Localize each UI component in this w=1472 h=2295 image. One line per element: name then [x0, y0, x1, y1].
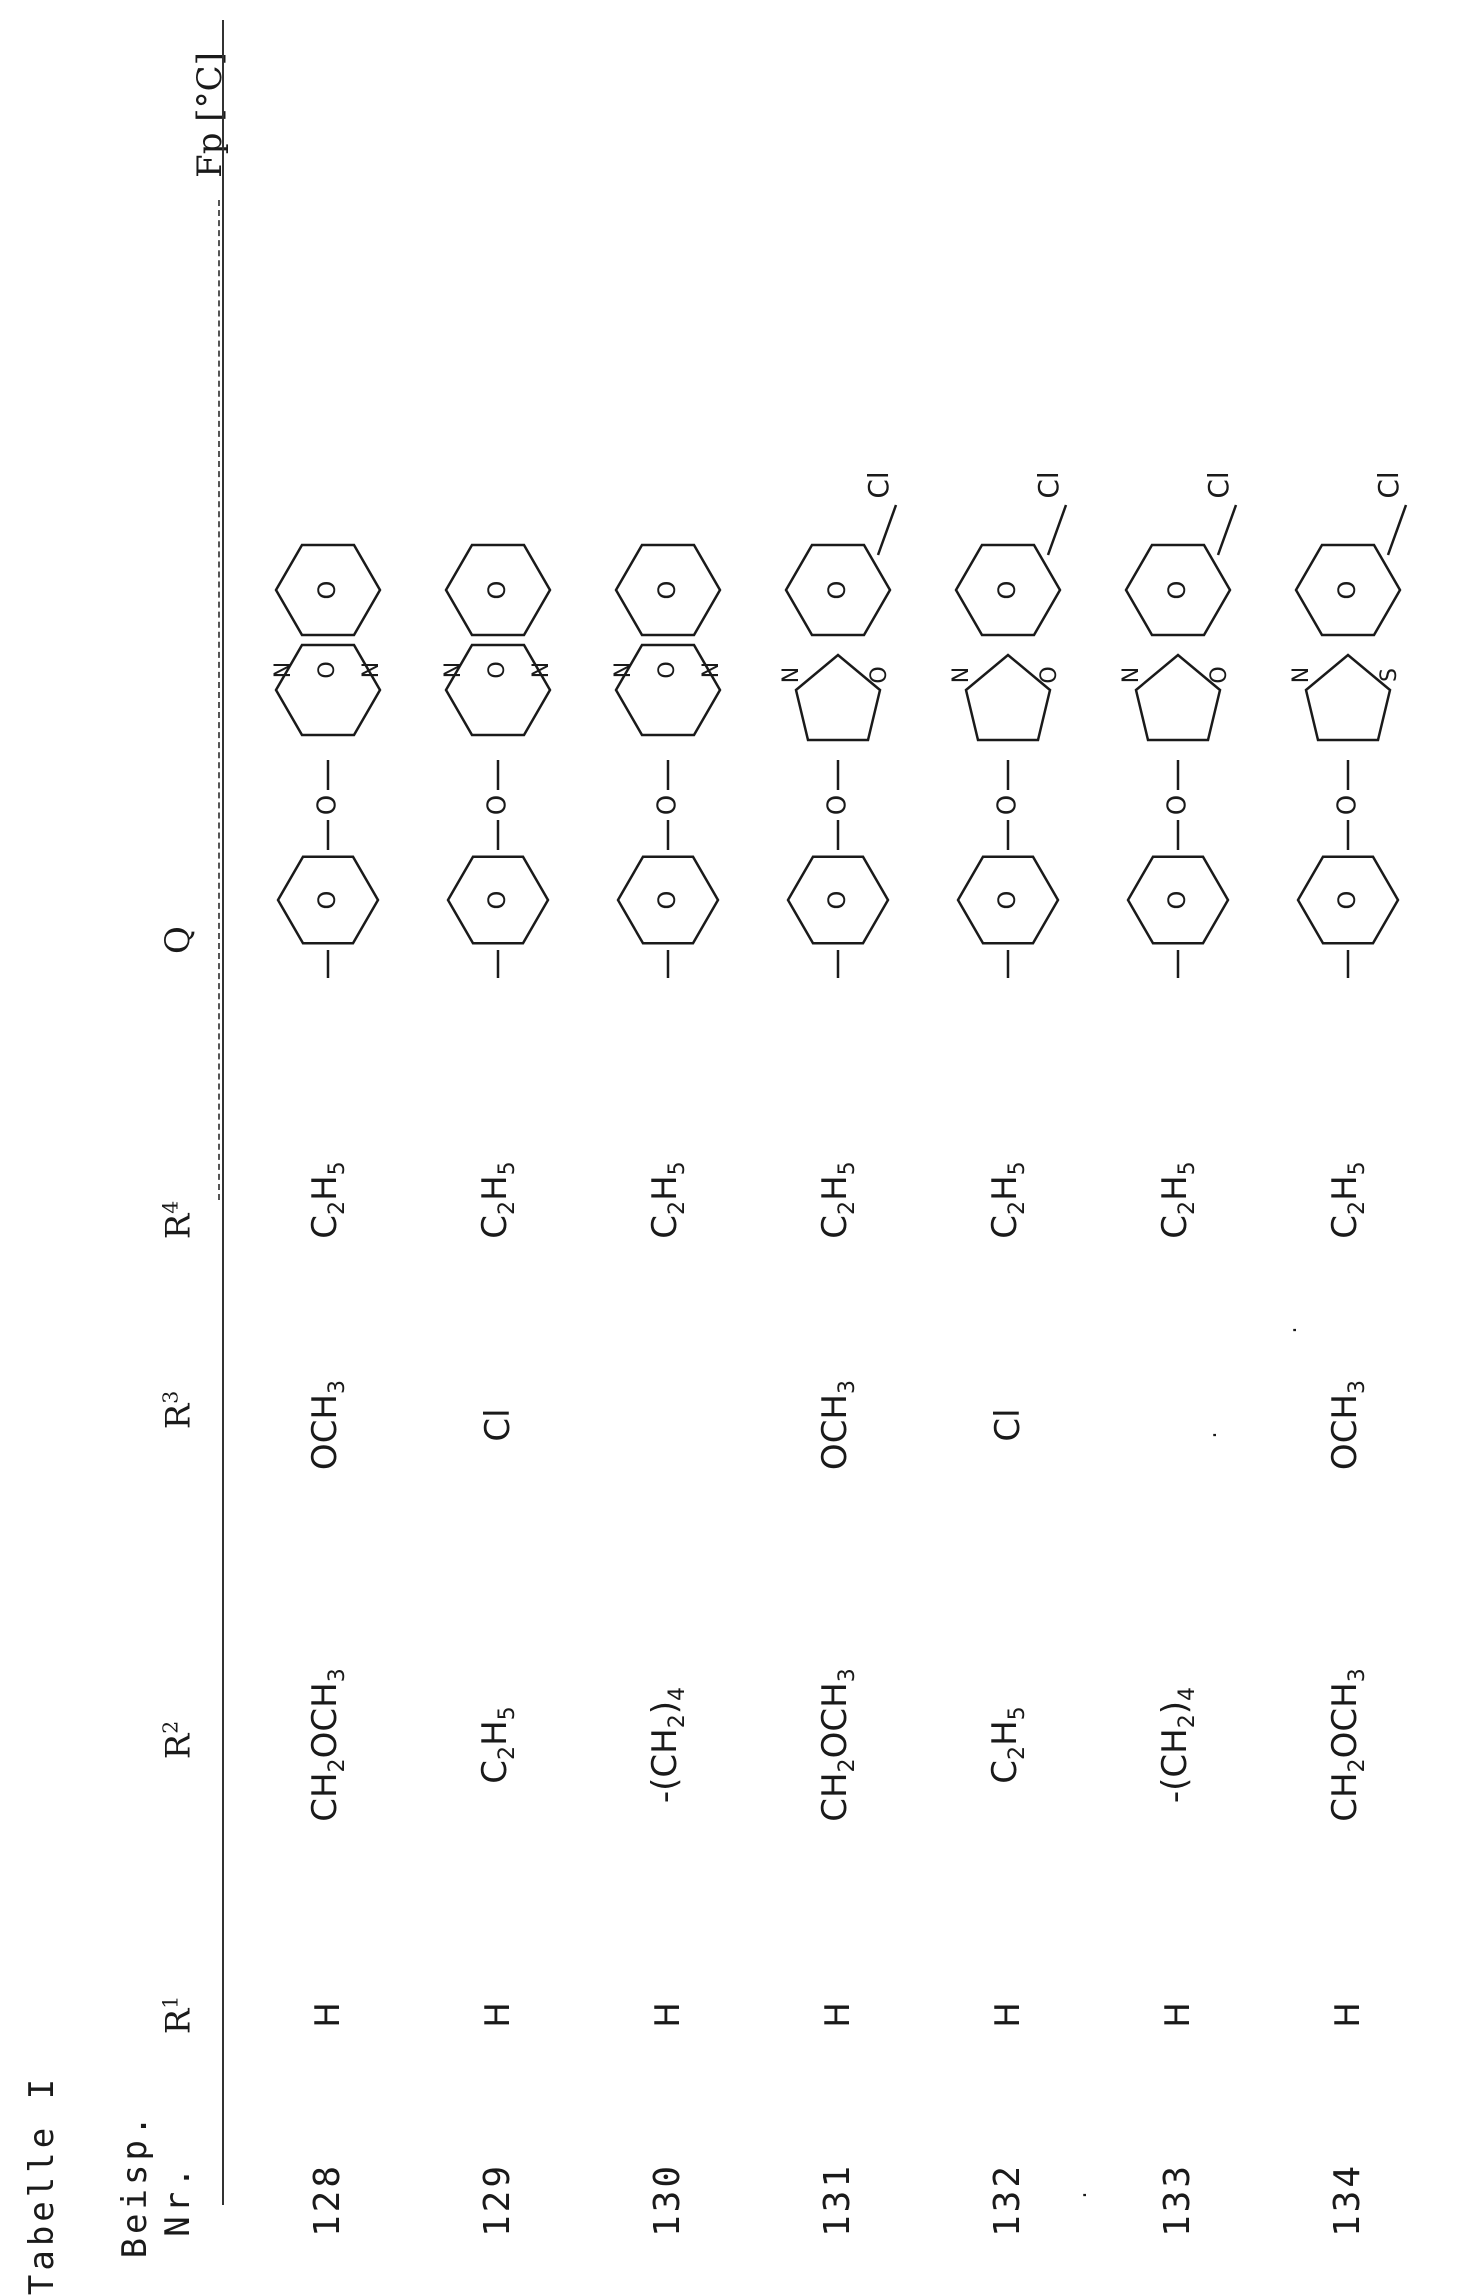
- cell-nr: 129: [480, 2163, 516, 2237]
- pyrazine-ring: [616, 645, 720, 735]
- cell-r1: H: [1331, 2002, 1365, 2028]
- header-rule: [222, 20, 224, 2205]
- cell-r3: OCH3: [818, 1380, 858, 1470]
- bridge-o-label: O: [1163, 795, 1193, 815]
- cell-r2: C2H5: [478, 1706, 518, 1783]
- cell-r2: C2H5: [988, 1706, 1028, 1783]
- bridge-o-label: O: [993, 795, 1023, 815]
- cell-r2: -(CH2)4: [1158, 1687, 1198, 1803]
- cell-r2: CH2OCH3: [1328, 1668, 1368, 1822]
- ring-o-label: O: [653, 891, 681, 910]
- header-beisp: Beisp.: [118, 2112, 152, 2259]
- cl-label: Cl: [1032, 471, 1065, 498]
- n-label: N: [359, 662, 384, 678]
- ring-o-label: O: [483, 891, 511, 910]
- n-label: N: [611, 662, 636, 678]
- cell-r1: H: [481, 2002, 515, 2028]
- scan-mark: .: [1279, 1327, 1301, 1334]
- header-r1: R1: [160, 1996, 195, 2035]
- header-r3: R3: [160, 1391, 195, 1430]
- cell-r1: H: [1161, 2002, 1195, 2028]
- ring-o-label: O: [823, 891, 851, 910]
- cl-label: Cl: [1372, 471, 1405, 498]
- ring-o-label: O: [1333, 891, 1361, 910]
- ring-o-label: O: [655, 661, 680, 678]
- cell-nr: 133: [1160, 2163, 1196, 2237]
- q-structure: O O N O O Cl: [938, 430, 1078, 1270]
- pyrazine-ring: [446, 645, 550, 735]
- azole-ring: [1306, 655, 1390, 740]
- q-structure: O O N N O O: [598, 430, 738, 1270]
- bond-line: [878, 505, 896, 555]
- cl-label: Cl: [1202, 471, 1235, 498]
- bridge-o-label: O: [823, 795, 853, 815]
- bond-line: [1218, 505, 1236, 555]
- scan-mark: .: [1199, 1432, 1221, 1439]
- table-title: Tabelle I: [25, 2075, 59, 2295]
- o-label: O: [1207, 666, 1232, 683]
- n-label: N: [1289, 667, 1314, 683]
- header-q: Q: [161, 926, 195, 954]
- ring-o-label: O: [993, 581, 1021, 600]
- bond-line: [1388, 505, 1406, 555]
- cell-nr: 132: [990, 2163, 1026, 2237]
- cell-nr: 128: [310, 2163, 346, 2237]
- q-structure: O O N O O Cl: [1108, 430, 1248, 1270]
- ring-o-label: O: [1163, 581, 1191, 600]
- q-structure: O O N N O O: [428, 430, 568, 1270]
- cell-r3: Cl: [991, 1408, 1025, 1441]
- o-label: O: [1037, 666, 1062, 683]
- n-label: N: [699, 662, 724, 678]
- header-nr: Nr.: [161, 2163, 195, 2236]
- header-r2: R2: [160, 1721, 195, 1760]
- header-r4: R4: [160, 1201, 195, 1240]
- cell-r1: H: [651, 2002, 685, 2028]
- q-structure: O O N N O O: [258, 430, 398, 1270]
- n-label: N: [779, 667, 804, 683]
- ring-o-label: O: [313, 891, 341, 910]
- o-label: O: [867, 666, 892, 683]
- n-label: N: [1119, 667, 1144, 683]
- ring-o-label: O: [483, 581, 511, 600]
- bridge-o-label: O: [483, 795, 513, 815]
- scan-mark: .: [1069, 2192, 1091, 2199]
- ring-o-label: O: [653, 581, 681, 600]
- ring-o-label: O: [313, 581, 341, 600]
- cell-nr: 130: [650, 2163, 686, 2237]
- header-rule-dashed: [218, 200, 220, 1200]
- bridge-o-label: O: [1333, 795, 1363, 815]
- cell-r3: Cl: [481, 1408, 515, 1441]
- cell-r2: CH2OCH3: [308, 1668, 348, 1822]
- q-structure: O O N S O Cl: [1278, 430, 1418, 1270]
- cell-r2: CH2OCH3: [818, 1668, 858, 1822]
- cell-r1: H: [821, 2002, 855, 2028]
- cell-r2: -(CH2)4: [648, 1687, 688, 1803]
- n-label: N: [529, 662, 554, 678]
- ring-o-label: O: [1333, 581, 1361, 600]
- ring-o-label: O: [823, 581, 851, 600]
- pyrazine-ring: [276, 645, 380, 735]
- cell-nr: 131: [820, 2163, 856, 2237]
- cl-label: Cl: [862, 471, 895, 498]
- bridge-o-label: O: [653, 795, 683, 815]
- cell-r1: H: [991, 2002, 1025, 2028]
- n-label: N: [441, 662, 466, 678]
- n-label: N: [271, 662, 296, 678]
- ring-o-label: O: [1163, 891, 1191, 910]
- ring-o-label: O: [993, 891, 1021, 910]
- s-label: S: [1377, 668, 1402, 682]
- bridge-o-label: O: [313, 795, 343, 815]
- n-label: N: [949, 667, 974, 683]
- cell-r3: OCH3: [308, 1380, 348, 1470]
- bond-line: [1048, 505, 1066, 555]
- cell-r1: H: [311, 2002, 345, 2028]
- cell-r3: OCH3: [1328, 1380, 1368, 1470]
- cell-nr: 134: [1330, 2163, 1366, 2237]
- q-structure: O O N O O Cl: [768, 430, 908, 1270]
- ring-o-label: O: [485, 661, 510, 678]
- ring-o-label: O: [315, 661, 340, 678]
